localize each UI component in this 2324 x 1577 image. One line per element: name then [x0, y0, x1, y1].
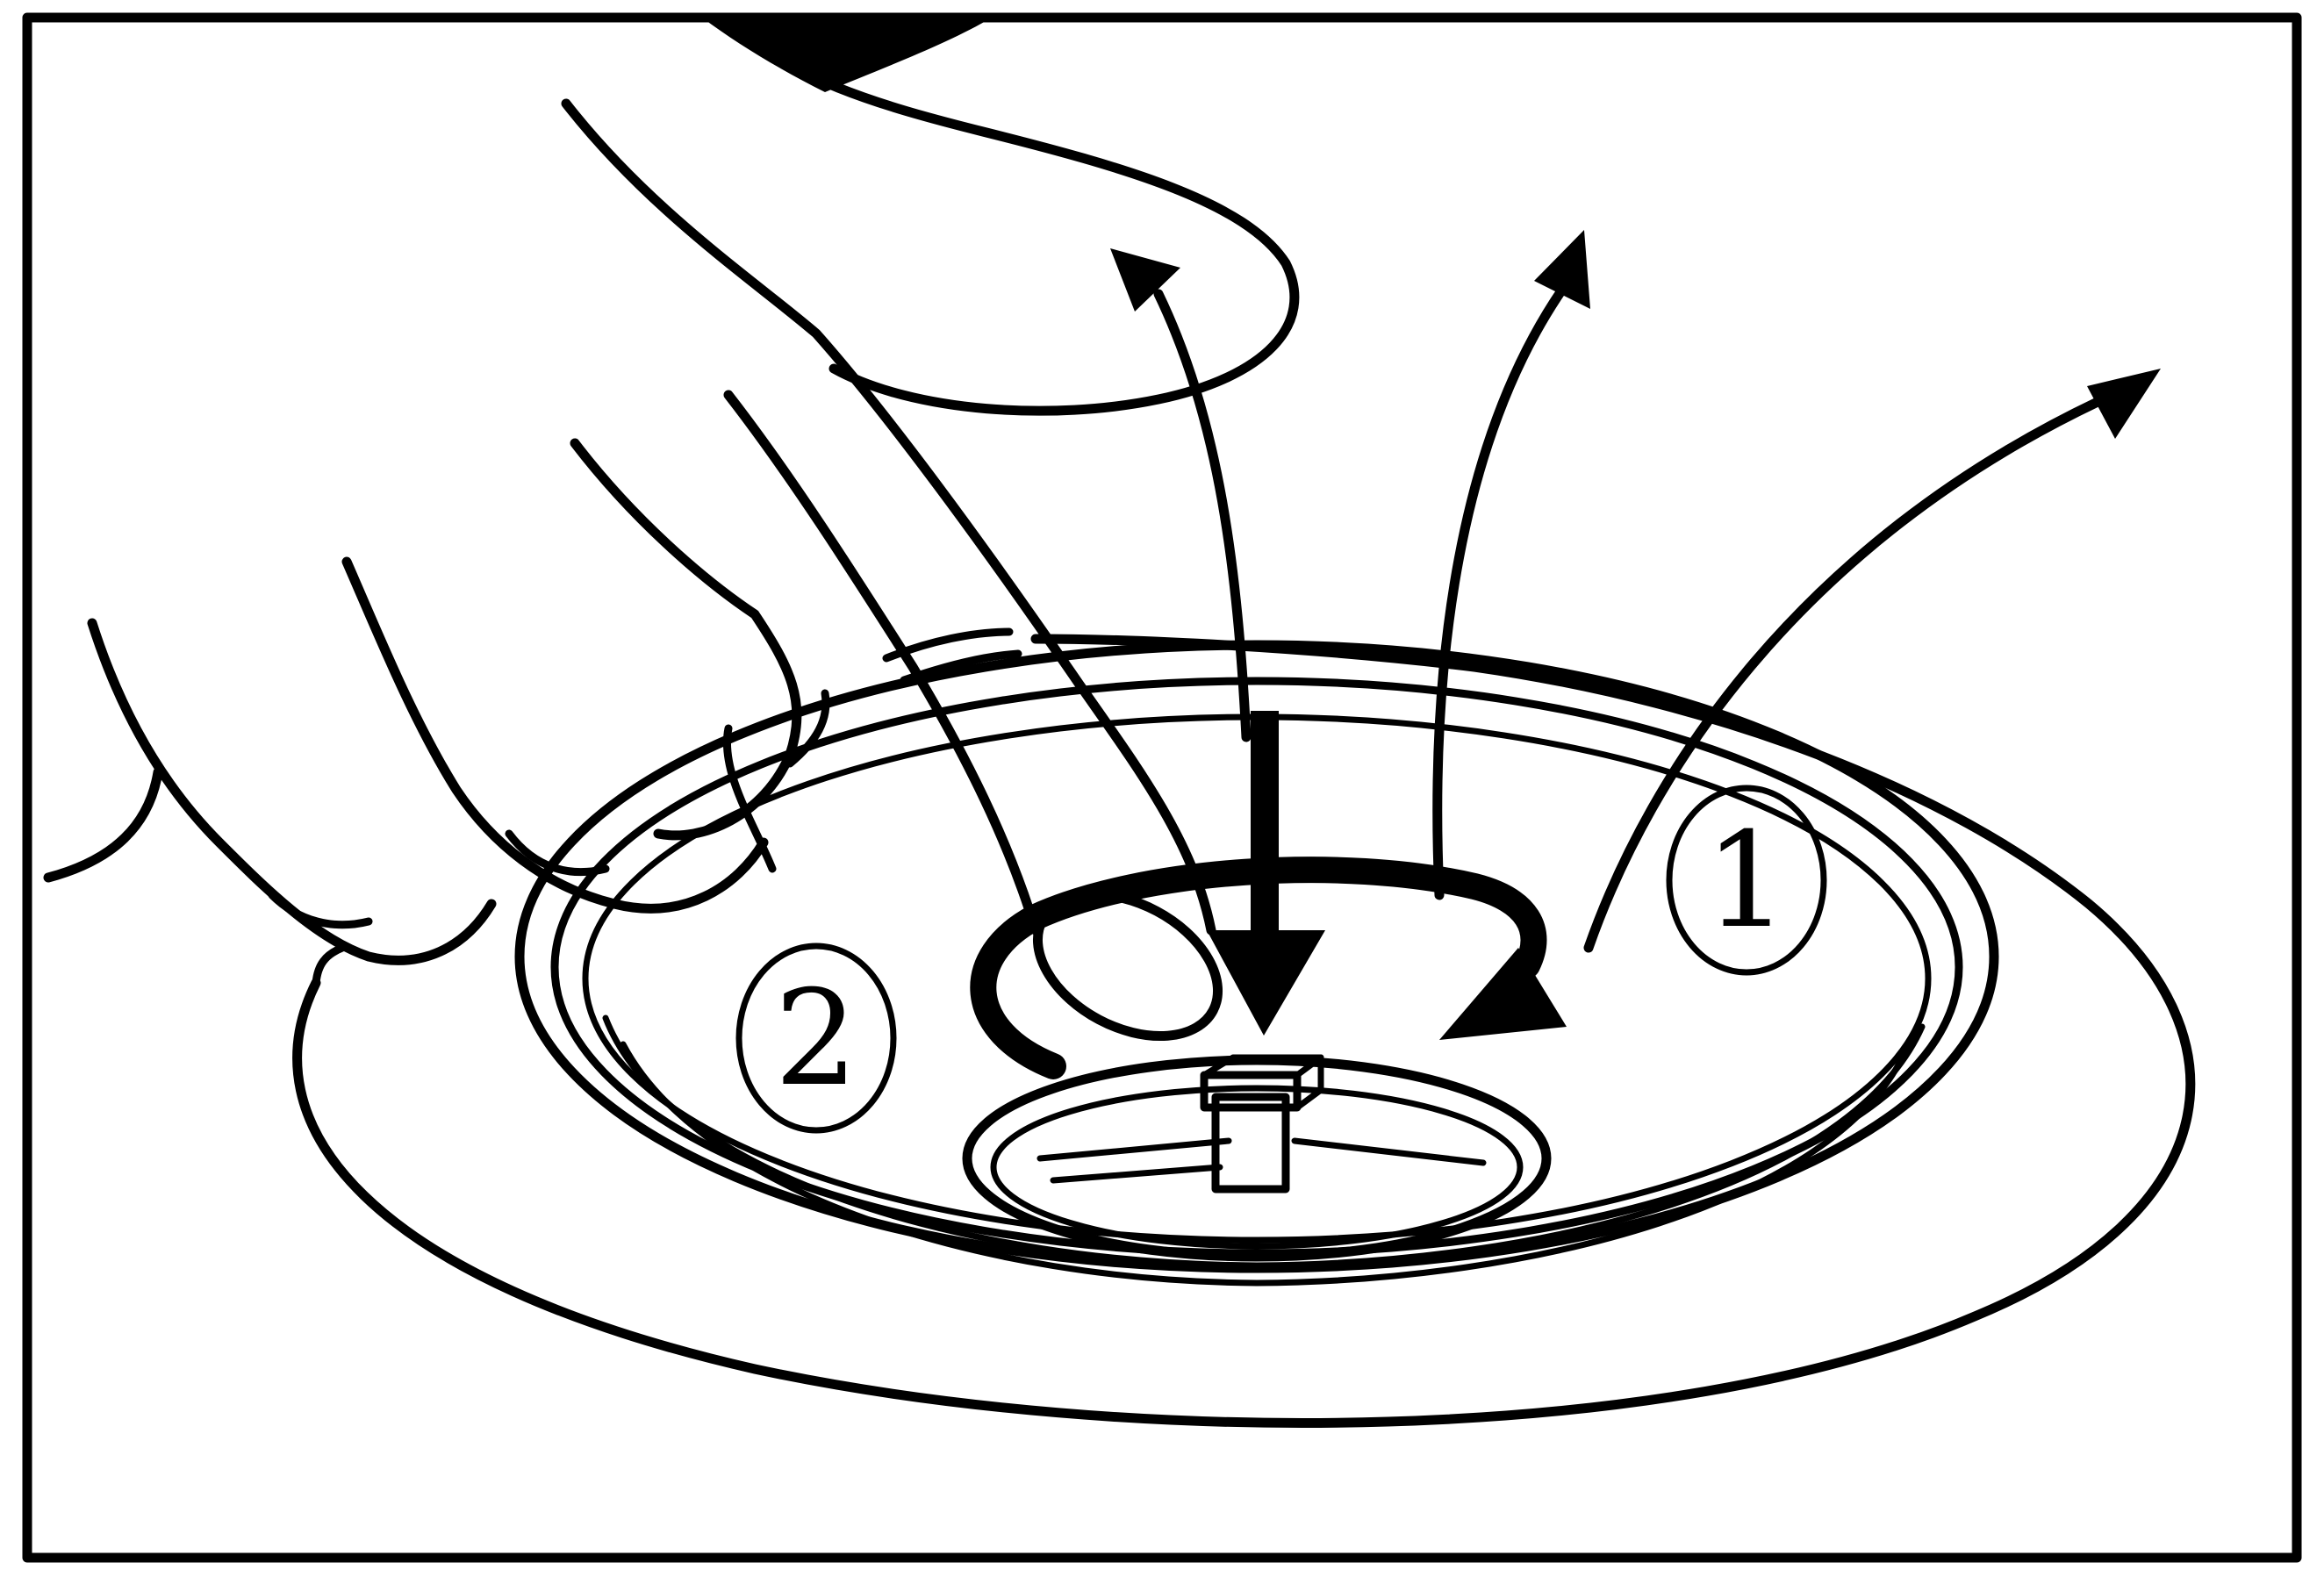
lift-arrow-left-path: [1153, 289, 1252, 742]
index-finger-front: [723, 390, 1041, 935]
diagram-frame: [22, 12, 2302, 1563]
finger-gap-line: [785, 689, 830, 768]
sink-edge-left: [312, 943, 347, 987]
stopper-knob-side: [1294, 1054, 1324, 1111]
thumb: [714, 12, 1300, 416]
stopper-post: [1211, 1093, 1290, 1194]
middle-finger: [570, 438, 802, 841]
sleeve-cuff: [702, 18, 992, 92]
step-label-1-circle: [1666, 785, 1827, 976]
push-down-arrow: [1207, 711, 1325, 1036]
little-finger-joint: [268, 891, 373, 929]
lift-arrows: [1110, 230, 2161, 953]
ring-finger: [341, 556, 769, 914]
sink-outer-rim: [292, 634, 2196, 1428]
step-label-1-text: 1: [1704, 805, 1788, 957]
step-label-2: 2: [735, 943, 897, 1134]
ring-finger-joint: [505, 829, 610, 877]
step-label-1: 1: [1666, 785, 1827, 976]
hand: [43, 12, 1300, 1042]
palm-edge: [43, 767, 163, 883]
lift-arrow-middle-head: [1534, 230, 1590, 309]
middle-finger-knuckle: [882, 627, 1022, 685]
rotate-arrow: [970, 857, 1567, 1079]
flange-lip-lower-2: [620, 1041, 1908, 1287]
rotate-arrow-head: [1439, 948, 1567, 1040]
stopper-knob-top: [1201, 1054, 1324, 1079]
stopper-cap-inner: [990, 1085, 1524, 1250]
sink-basin: [292, 634, 2196, 1428]
push-arrow-shaft: [1251, 711, 1279, 948]
lift-arrow-left-head: [1110, 248, 1180, 312]
rotate-arrow-path: [970, 857, 1547, 1079]
flange-lip-lower: [602, 1014, 1926, 1269]
step-label-2-circle: [735, 943, 897, 1134]
middle-finger-joint: [723, 724, 777, 873]
drain-stopper: [962, 1054, 1552, 1262]
lift-arrow-middle-path: [1432, 284, 1567, 900]
step-label-2-text: 2: [774, 963, 857, 1115]
push-arrow-head: [1207, 930, 1325, 1036]
lift-arrow-right-head: [2087, 369, 2161, 439]
stopper-crossbar: [1036, 1137, 1487, 1184]
index-finger-back: [561, 98, 1216, 935]
lift-arrow-right-path: [1583, 397, 2103, 953]
